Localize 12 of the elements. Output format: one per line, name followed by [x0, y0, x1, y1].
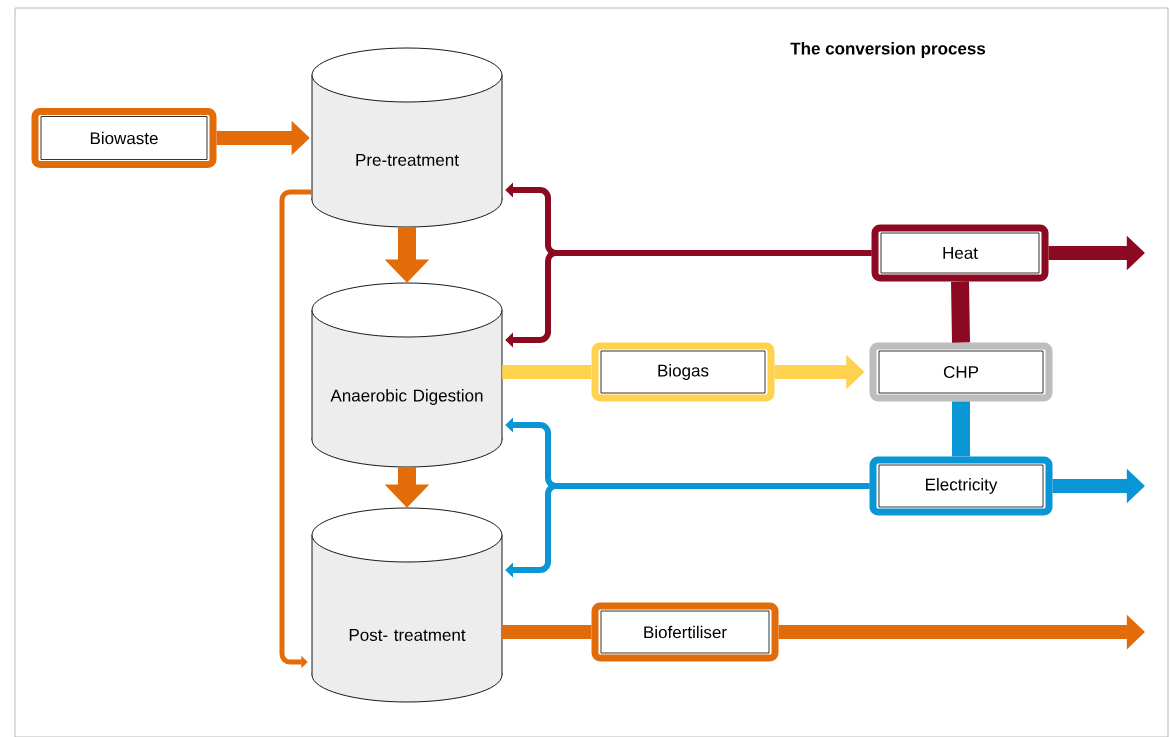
arrow: [505, 250, 872, 348]
cylinder-tank: Anaerobic Digestion: [311, 282, 503, 468]
label-box: CHP: [869, 342, 1053, 402]
arrow: [505, 483, 870, 578]
cylinder-tank: Pre-treatment: [311, 47, 503, 228]
label-box: Electricity: [869, 456, 1053, 516]
label-box: Biogas: [591, 342, 775, 402]
label-box: Biowaste: [31, 108, 217, 168]
label-box: Biofertiliser: [591, 602, 779, 662]
label-box: Heat: [871, 224, 1049, 282]
title: The conversion process: [790, 42, 986, 58]
cylinder-tank: Post- treatment: [311, 507, 503, 703]
